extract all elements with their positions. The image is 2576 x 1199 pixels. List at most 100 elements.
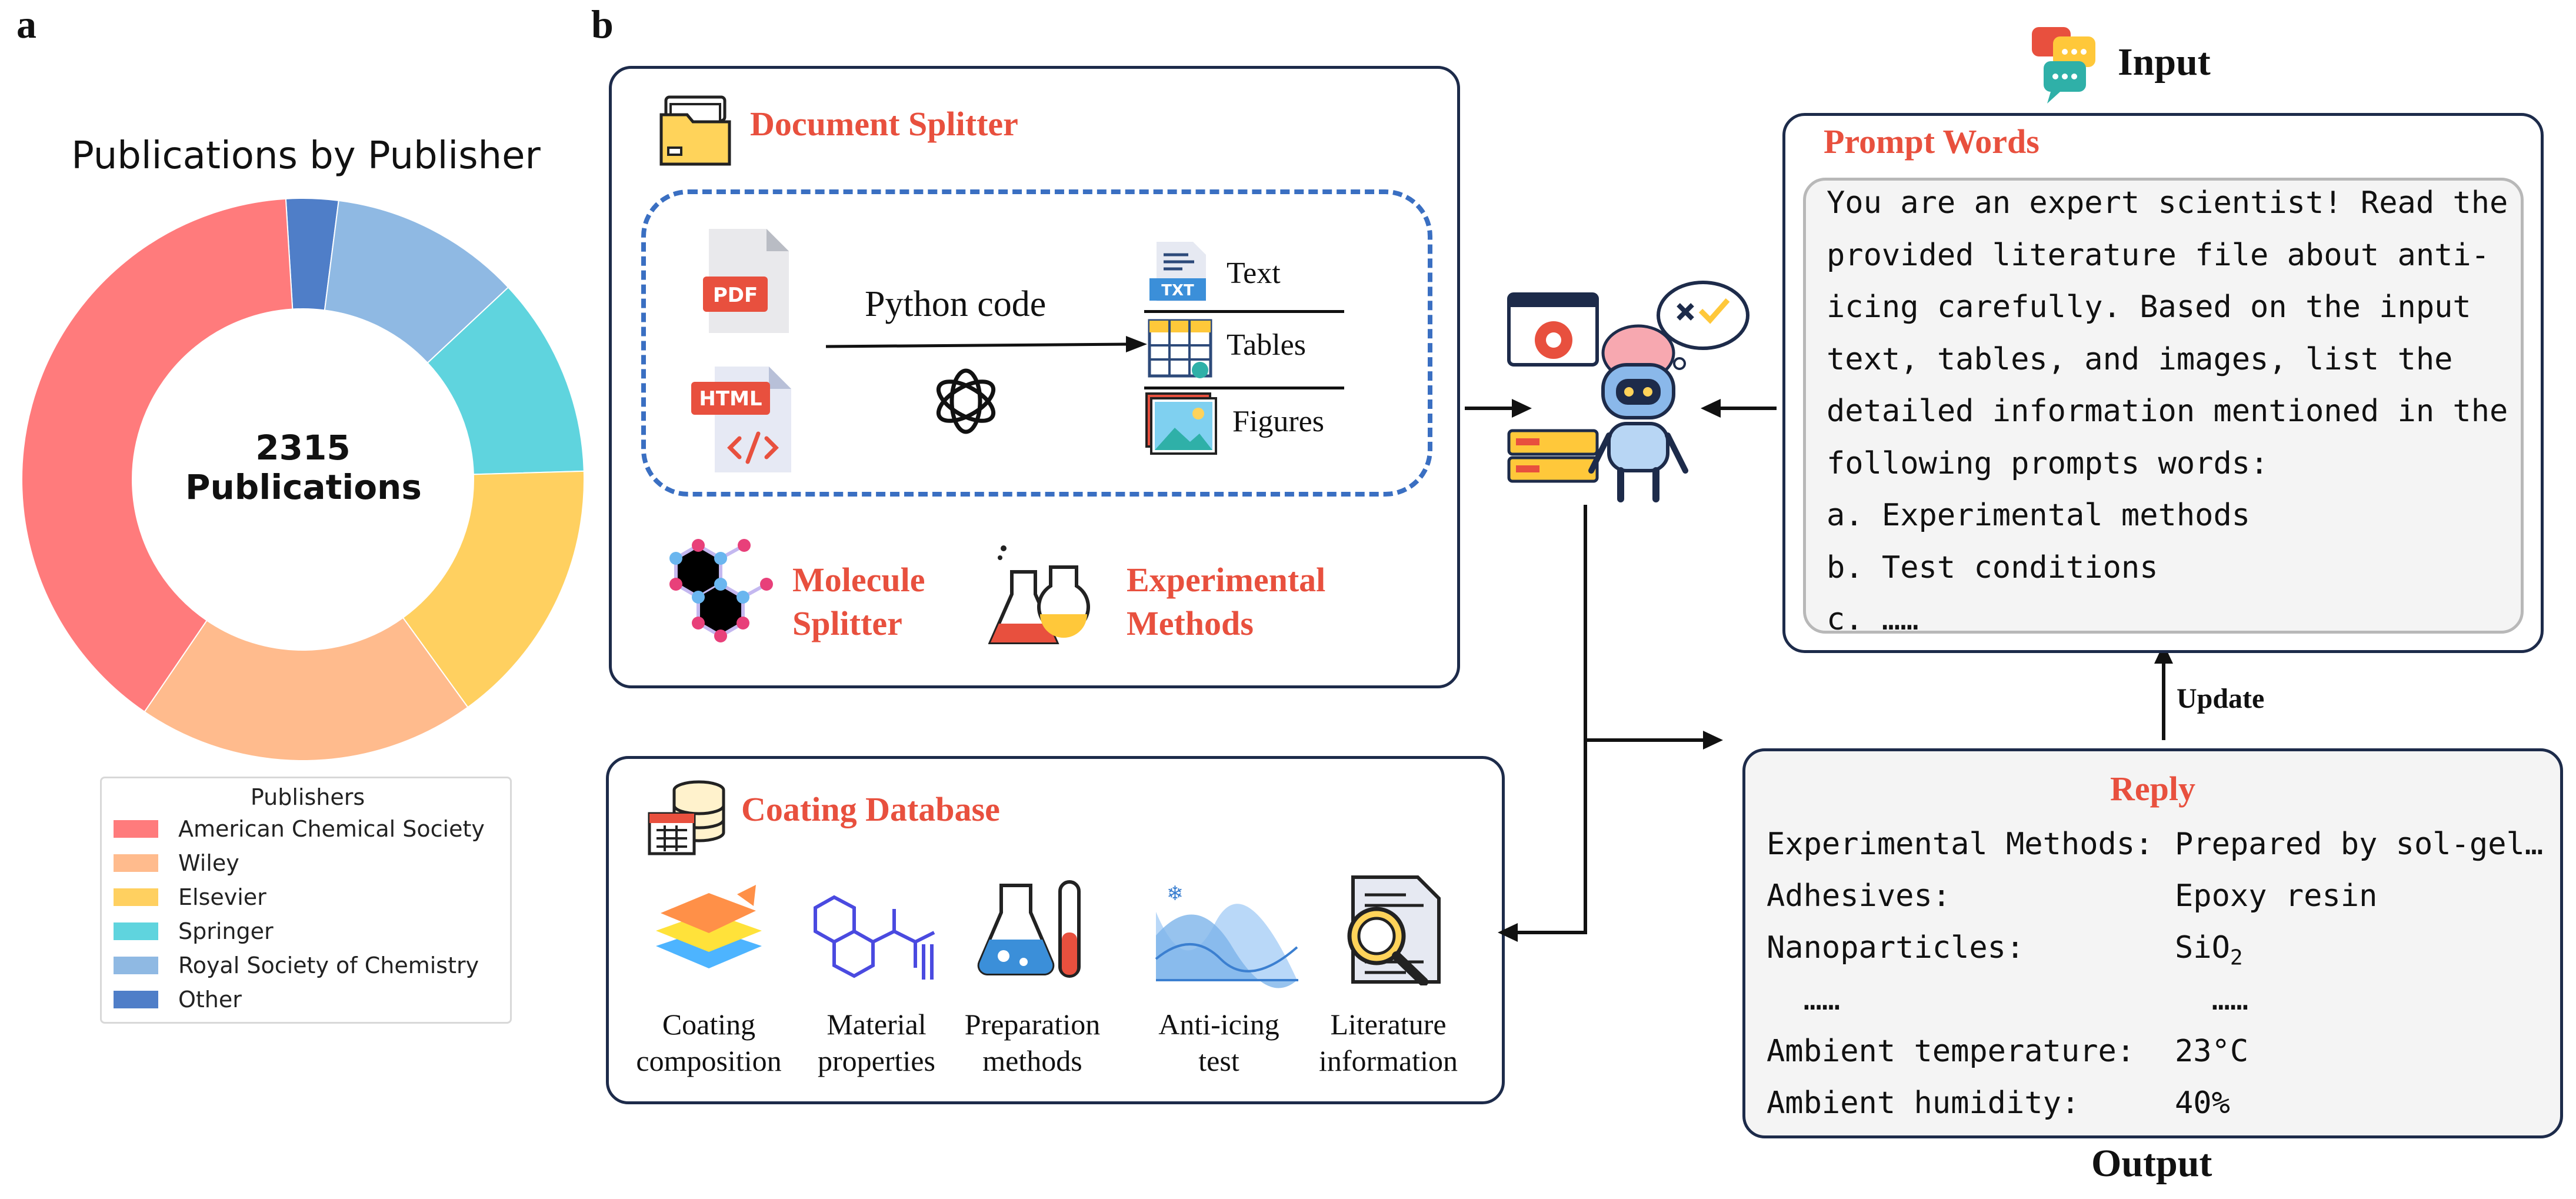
legend-swatch — [114, 854, 158, 872]
legend-item: Other — [114, 987, 242, 1013]
output-label: Output — [2091, 1142, 2212, 1185]
panel-b-letter: b — [591, 2, 614, 46]
reply-value: Epoxy resin — [2175, 878, 2378, 914]
prompt-line: text, tables, and images, list the — [1827, 341, 2453, 377]
legend-swatch — [114, 922, 158, 940]
code-arrow — [825, 336, 1147, 352]
legend-swatch — [114, 888, 158, 906]
literature-information-caption: Literature information — [1318, 1008, 1458, 1077]
legend-label: Springer — [178, 918, 274, 944]
material-structure-icon — [814, 895, 935, 980]
legend-label: American Chemical Society — [178, 816, 485, 842]
legend-item: Royal Society of Chemistry — [114, 952, 479, 978]
prompt-line: icing carefully. Based on the input — [1827, 289, 2471, 325]
prompt-line: provided literature file about anti- — [1827, 237, 2490, 273]
openai-icon — [936, 368, 996, 434]
coating-layers-icon — [656, 885, 762, 968]
molecule-icon — [669, 539, 773, 642]
legend-item: Wiley — [114, 850, 239, 876]
prompt-line: a. Experimental methods — [1827, 498, 2251, 533]
material-properties-caption: Material properties — [818, 1008, 935, 1077]
html-label: HTML — [699, 387, 762, 411]
output-figures-label: Figures — [1232, 405, 1324, 438]
prompt-line: c. …… — [1827, 602, 1919, 637]
literature-search-icon — [1347, 875, 1441, 985]
preparation-methods-caption: Preparation methods — [964, 1008, 1101, 1077]
html-file-icon: HTML — [691, 367, 791, 472]
legend-label: Elsevier — [178, 884, 266, 910]
output-divider-2 — [1144, 387, 1344, 389]
output-divider-1 — [1144, 310, 1344, 313]
coating-composition-caption: Coating composition — [636, 1008, 782, 1077]
prompt-line: following prompts words: — [1827, 445, 2269, 481]
reply-box: Reply Experimental Methods: Prepared by s… — [1742, 748, 2563, 1138]
coating-database-title: Coating Database — [741, 790, 1000, 828]
legend-swatch — [114, 957, 158, 974]
legend-swatch — [114, 991, 158, 1008]
donut-slice-wiley — [144, 617, 469, 761]
reply-key: Ambient temperature: — [1767, 1034, 2135, 1069]
reply-key: …… — [1767, 982, 1841, 1017]
chat-bubbles-icon — [2032, 27, 2095, 104]
image-icon — [1145, 392, 1217, 455]
prompt-line: b. Test conditions — [1827, 549, 2158, 585]
prompt-line: You are an expert scientist! Read the — [1827, 185, 2508, 221]
pdf-file-icon: PDF — [703, 229, 789, 333]
prompt-line: detailed information mentioned in the — [1827, 394, 2508, 429]
txt-label: TXT — [1161, 282, 1194, 299]
document-splitter-title: Document Splitter — [750, 105, 1018, 143]
reply-value-subscript: 2 — [2230, 945, 2243, 970]
molecule-splitter-label: Molecule Splitter — [792, 561, 925, 642]
donut-slice-elsevier — [402, 470, 585, 708]
coating-database-box: Coating Database ❄ Coating composition — [606, 756, 1505, 1104]
legend-label: Other — [178, 987, 242, 1013]
output-tables-label: Tables — [1227, 328, 1306, 362]
reply-key: Adhesives: — [1767, 878, 1951, 914]
legend-label: Wiley — [178, 850, 239, 876]
splitter-dashed-frame — [641, 189, 1432, 497]
flasks-icon — [988, 545, 1090, 644]
svg-text:❄: ❄ — [1167, 882, 1184, 905]
donut-center-label: Publications — [185, 467, 422, 507]
prompt-text-area: You are an expert scientist! Read the pro… — [1803, 178, 2524, 637]
legend-swatch — [114, 820, 158, 838]
legend-label: Royal Society of Chemistry — [178, 952, 479, 978]
anti-icing-test-caption: Anti-icing test — [1158, 1008, 1279, 1077]
panel-a-letter: a — [16, 2, 36, 46]
anti-icing-chart-icon: ❄ — [1155, 882, 1298, 988]
reply-value: 40% — [2175, 1085, 2230, 1121]
reply-value: SiO2 — [2175, 930, 2243, 970]
reply-key: Experimental Methods: — [1767, 827, 2154, 862]
donut-center-count: 2315 — [255, 428, 351, 468]
update-label: Update — [2177, 683, 2265, 714]
table-icon — [1148, 319, 1212, 378]
txt-file-icon: TXT — [1149, 242, 1206, 301]
reply-key: Ambient humidity: — [1767, 1085, 2080, 1121]
prompt-words-title: Prompt Words — [1824, 122, 2040, 161]
reply-key: Nanoparticles: — [1767, 930, 2025, 965]
reply-title: Reply — [2110, 770, 2195, 808]
reply-value: …… — [2175, 982, 2249, 1017]
experimental-methods-label: Experimental Methods — [1127, 561, 1326, 642]
preparation-flasks-icon — [977, 880, 1081, 978]
reply-value: Prepared by sol-gel… — [2175, 827, 2544, 862]
reply-value: 23°C — [2175, 1034, 2249, 1069]
database-icon — [648, 780, 725, 855]
output-text-label: Text — [1227, 257, 1281, 290]
legend-item: Springer — [114, 918, 274, 944]
chart-title: Publications by Publisher — [71, 134, 541, 178]
legend-item: Elsevier — [114, 884, 266, 910]
donut-chart — [21, 198, 585, 761]
legend-item: American Chemical Society — [114, 816, 485, 842]
folder-icon — [659, 95, 731, 166]
python-code-label: Python code — [865, 284, 1047, 324]
document-splitter-box: Document Splitter PDF HTML Python code T… — [609, 66, 1460, 688]
ai-robot-icon — [1507, 281, 1749, 502]
pdf-label: PDF — [713, 284, 758, 307]
prompt-words-box: Prompt Words You are an expert scientist… — [1782, 113, 2544, 653]
input-label: Input — [2118, 41, 2211, 84]
legend-title: Publishers — [250, 784, 365, 810]
donut-slice-american-chemical-society — [21, 198, 294, 713]
